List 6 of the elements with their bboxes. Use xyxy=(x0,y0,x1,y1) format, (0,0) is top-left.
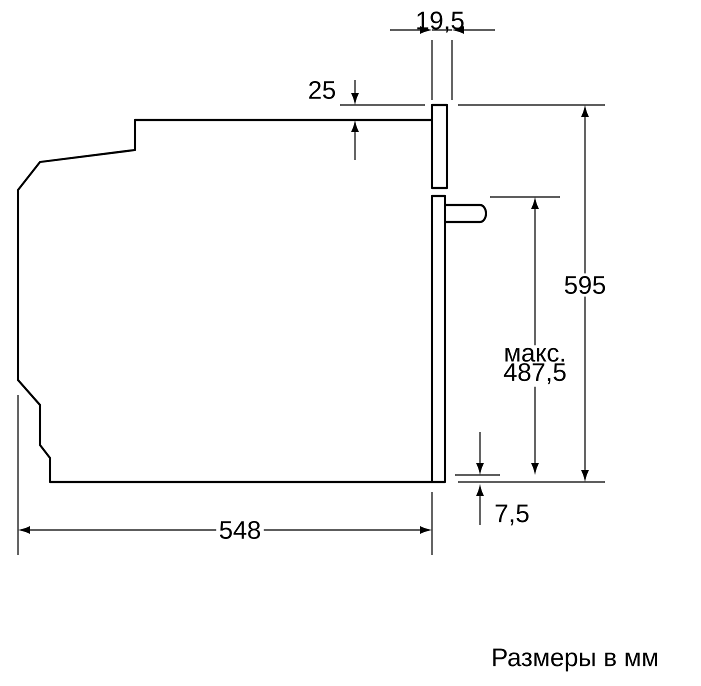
dimension-label: макс. 487,5 xyxy=(491,345,579,387)
dimension-label: 595 xyxy=(561,273,609,297)
dimension-label: 7,5 xyxy=(496,504,529,526)
dimension-label: 548 xyxy=(216,518,264,542)
caption: Размеры в мм xyxy=(493,648,658,672)
dimension-label: 25 xyxy=(309,81,336,99)
